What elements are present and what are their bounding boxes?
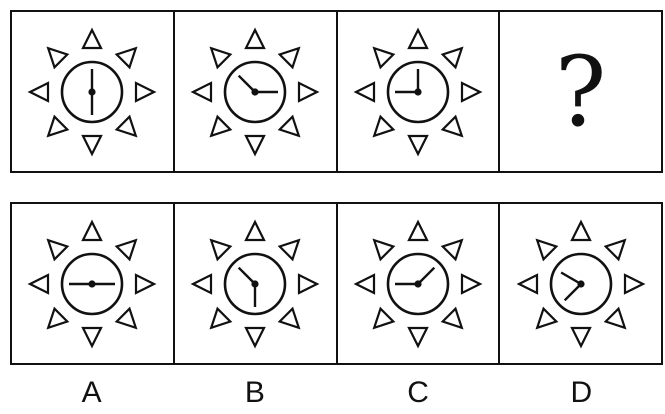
sun-ray-icon — [460, 272, 483, 295]
question-row: ? — [10, 10, 663, 173]
sun-ray-icon — [440, 237, 464, 261]
sun-ray-icon — [209, 237, 233, 261]
sun-ray-icon — [372, 306, 396, 330]
sun-ray-icon — [535, 237, 558, 261]
option-c-cell[interactable] — [338, 204, 501, 363]
clock-center-dot-icon — [251, 279, 259, 288]
sun-ray-icon — [190, 272, 213, 295]
clock-hand-icon — [560, 270, 582, 285]
sun-ray-icon — [440, 114, 464, 138]
options-row — [10, 202, 663, 365]
sun-ray-icon — [135, 272, 157, 295]
sun-ray-icon — [460, 80, 483, 103]
option-a-cell[interactable] — [12, 204, 175, 363]
option-c-label[interactable]: C — [407, 376, 429, 409]
sun-ray-icon — [115, 306, 138, 330]
sun-ray-icon — [244, 219, 266, 241]
sun-ray-icon — [81, 326, 104, 348]
option-a-label[interactable]: A — [81, 376, 102, 409]
sun-ray-icon — [407, 219, 429, 241]
question-mark: ? — [554, 35, 607, 148]
sun-clock-icon — [27, 27, 157, 156]
clock-center-dot-icon — [414, 279, 422, 288]
sun-ray-icon — [209, 114, 233, 138]
sun-ray-icon — [535, 306, 558, 330]
sun-ray-icon — [569, 326, 592, 348]
clock-center-dot-icon — [88, 279, 96, 288]
sun-clock-icon — [353, 219, 483, 348]
sun-ray-icon — [440, 45, 464, 69]
sun-ray-icon — [569, 219, 592, 241]
sun-ray-icon — [277, 237, 301, 261]
sun-ray-icon — [27, 80, 50, 103]
sun-ray-icon — [298, 80, 320, 103]
sun-ray-icon — [115, 237, 138, 261]
sun-ray-icon — [244, 326, 266, 348]
sun-clock-icon — [353, 27, 483, 156]
clock-center-dot-icon — [414, 87, 422, 96]
sun-clock-icon — [27, 219, 157, 348]
sun-ray-icon — [277, 306, 301, 330]
sun-ray-icon — [516, 272, 538, 295]
option-d-cell[interactable] — [500, 204, 661, 363]
sun-ray-icon — [353, 272, 375, 295]
option-b-label[interactable]: B — [244, 376, 265, 409]
puzzle-cell-3 — [338, 12, 501, 171]
sun-ray-icon — [115, 114, 138, 138]
sun-ray-icon — [407, 134, 429, 156]
sun-ray-icon — [353, 80, 375, 103]
sun-ray-icon — [603, 237, 627, 261]
option-labels: A B C D — [10, 372, 663, 414]
sun-ray-icon — [81, 27, 104, 49]
option-b-cell[interactable] — [175, 204, 338, 363]
sun-ray-icon — [440, 306, 464, 330]
sun-ray-icon — [27, 272, 50, 295]
sun-clock-icon — [516, 219, 646, 348]
puzzle-cell-2 — [175, 12, 338, 171]
sun-ray-icon — [46, 45, 70, 69]
sun-ray-icon — [209, 306, 233, 330]
sun-ray-icon — [298, 272, 320, 295]
sun-ray-icon — [115, 45, 138, 69]
sun-ray-icon — [135, 80, 157, 103]
sun-ray-icon — [190, 80, 213, 103]
clock-hand-icon — [237, 266, 256, 285]
sun-ray-icon — [623, 272, 646, 295]
clock-hand-icon — [563, 282, 582, 301]
sun-ray-icon — [603, 306, 627, 330]
sun-ray-icon — [244, 134, 266, 156]
sun-ray-icon — [277, 45, 301, 69]
sun-clock-icon — [190, 219, 320, 348]
sun-ray-icon — [46, 114, 70, 138]
option-d-label[interactable]: D — [570, 376, 593, 409]
clock-hand-icon — [237, 74, 256, 93]
puzzle-cell-missing: ? — [500, 12, 661, 171]
sun-ray-icon — [407, 326, 429, 348]
puzzle-cell-1 — [12, 12, 175, 171]
sun-ray-icon — [277, 114, 301, 138]
sun-ray-icon — [209, 45, 233, 69]
sun-ray-icon — [407, 27, 429, 49]
clock-hand-icon — [417, 266, 436, 285]
sun-ray-icon — [244, 27, 266, 49]
clock-center-dot-icon — [251, 87, 259, 96]
clock-center-dot-icon — [577, 279, 585, 288]
sun-ray-icon — [46, 237, 70, 261]
sun-ray-icon — [81, 219, 104, 241]
sun-ray-icon — [46, 306, 70, 330]
clock-center-dot-icon — [88, 87, 96, 96]
sun-clock-icon — [190, 27, 320, 156]
sun-ray-icon — [81, 134, 104, 156]
sun-ray-icon — [372, 237, 396, 261]
sun-ray-icon — [372, 45, 396, 69]
sun-ray-icon — [372, 114, 396, 138]
